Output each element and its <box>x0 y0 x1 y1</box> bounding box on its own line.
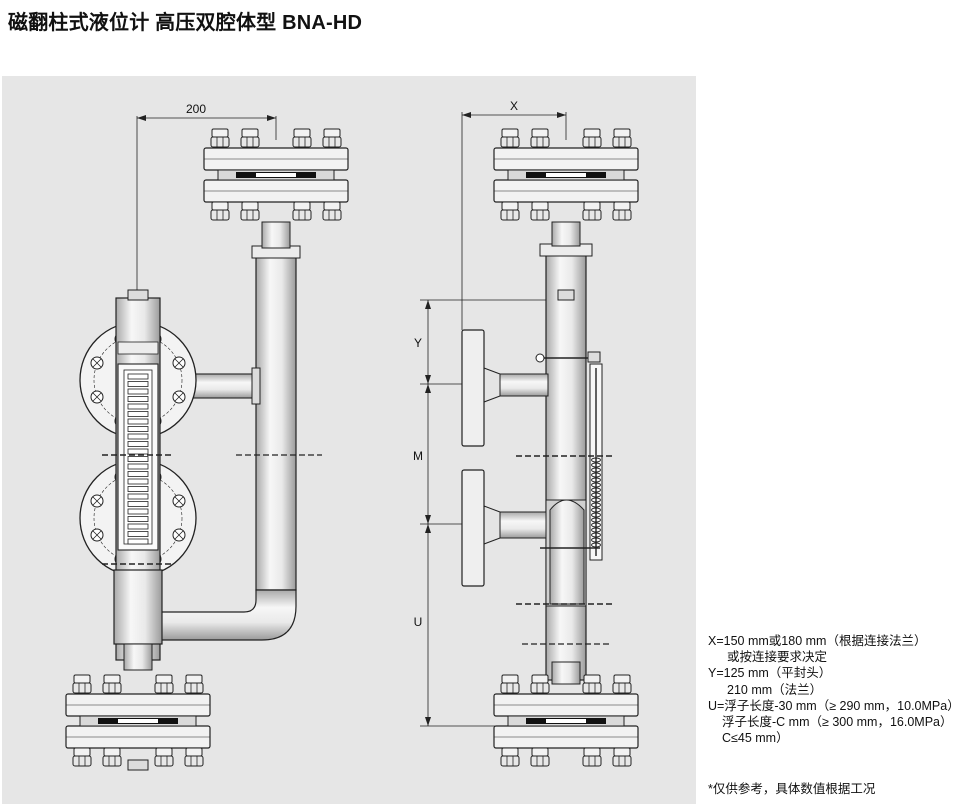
indicator-coil <box>591 457 601 548</box>
spec-u: U=浮子长度-30 mm（≥ 290 mm，10.0MPa） <box>708 698 960 713</box>
spec-u-alt: 浮子长度-C mm（≥ 300 mm，16.0MPa） <box>722 715 953 730</box>
page-title: 磁翻柱式液位计 高压双腔体型 BNA-HD <box>8 12 363 34</box>
spec-y-alt: 210 mm（法兰） <box>727 682 823 697</box>
left-view: 200 <box>65 102 349 771</box>
spec-x-alt: 或按连接要求决定 <box>727 650 828 665</box>
footnote: *仅供参考，具体数值根据工况 <box>708 782 876 796</box>
dim-m-label: M <box>413 449 423 463</box>
dim-x-label: X <box>510 99 518 113</box>
specs-notes: X=150 mm或180 mm（根据连接法兰） 或按连接要求决定 Y=125 m… <box>708 633 960 746</box>
spec-c: C≤45 mm） <box>722 731 789 746</box>
dim-200-label: 200 <box>186 102 206 116</box>
spec-y: Y=125 mm（平封头） <box>708 666 832 681</box>
dim-u-label: U <box>414 615 423 629</box>
right-view: X Y M U <box>413 99 639 766</box>
spec-x: X=150 mm或180 mm（根据连接法兰） <box>708 634 927 648</box>
indicator-flaps <box>127 373 149 545</box>
dim-y-label: Y <box>414 336 422 350</box>
